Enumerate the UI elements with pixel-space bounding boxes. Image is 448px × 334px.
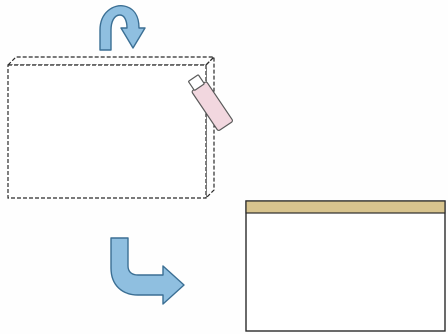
open-envelope-flap (8, 57, 214, 65)
next-step-arrow-icon (111, 238, 184, 304)
glued-strip (246, 201, 445, 213)
curved-fold-arrow-icon (100, 6, 145, 50)
sealed-envelope (246, 201, 445, 331)
fold-arrow-body (100, 6, 145, 50)
step-arrow-body (111, 238, 184, 304)
open-envelope-front (8, 65, 206, 198)
open-envelope-side (206, 57, 214, 198)
open-envelope (8, 57, 214, 198)
sealed-envelope-body (246, 201, 445, 331)
